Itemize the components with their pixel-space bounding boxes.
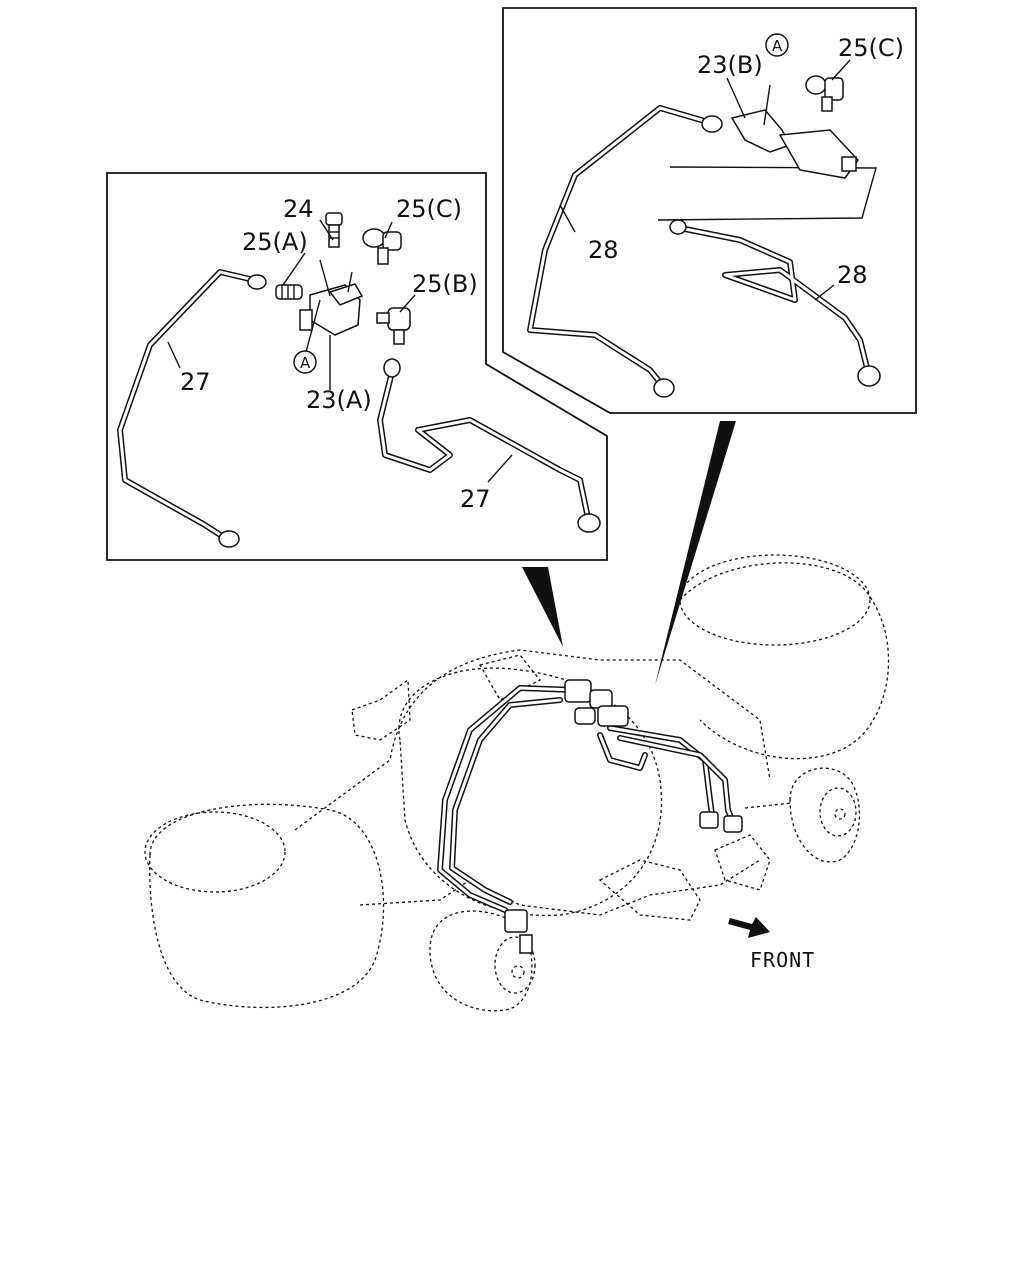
axle-assembly <box>144 554 890 1012</box>
front-arrow <box>728 917 770 938</box>
label-24: 24 <box>283 195 314 223</box>
pipe-28-left <box>527 105 723 398</box>
bolt-24 <box>325 212 343 248</box>
label-27-lower: 27 <box>460 485 491 513</box>
fitting-25c-right <box>805 75 844 112</box>
reference-mark-right: A <box>765 33 789 57</box>
label-23a: 23(A) <box>306 386 372 414</box>
label-25c-right: 25(C) <box>838 34 904 62</box>
label-front: FRONT <box>750 948 815 972</box>
label-28-left: 28 <box>588 236 619 264</box>
pipe-28-right <box>669 219 881 387</box>
label-28-right: 28 <box>837 261 868 289</box>
label-25c-left: 25(C) <box>396 195 462 223</box>
fitting-25a <box>275 284 303 300</box>
valve-23b <box>730 84 859 179</box>
label-27-upper: 27 <box>180 368 211 396</box>
detail-box-left <box>106 172 608 561</box>
valve-23a <box>299 283 364 390</box>
callout-wedge-left <box>522 567 563 647</box>
fitting-25c-left <box>362 228 402 265</box>
label-25b: 25(B) <box>412 270 478 298</box>
pipe-27-right <box>377 358 601 533</box>
svg-text:A: A <box>772 37 783 55</box>
svg-text:A: A <box>300 354 311 372</box>
label-23b: 23(B) <box>697 51 763 79</box>
pipe-27-left <box>117 269 267 548</box>
label-25a: 25(A) <box>242 228 308 256</box>
detail-box-right <box>502 7 917 414</box>
fitting-25b <box>376 307 411 345</box>
reference-mark-left: A <box>293 350 317 374</box>
callout-wedge-right <box>655 421 736 685</box>
